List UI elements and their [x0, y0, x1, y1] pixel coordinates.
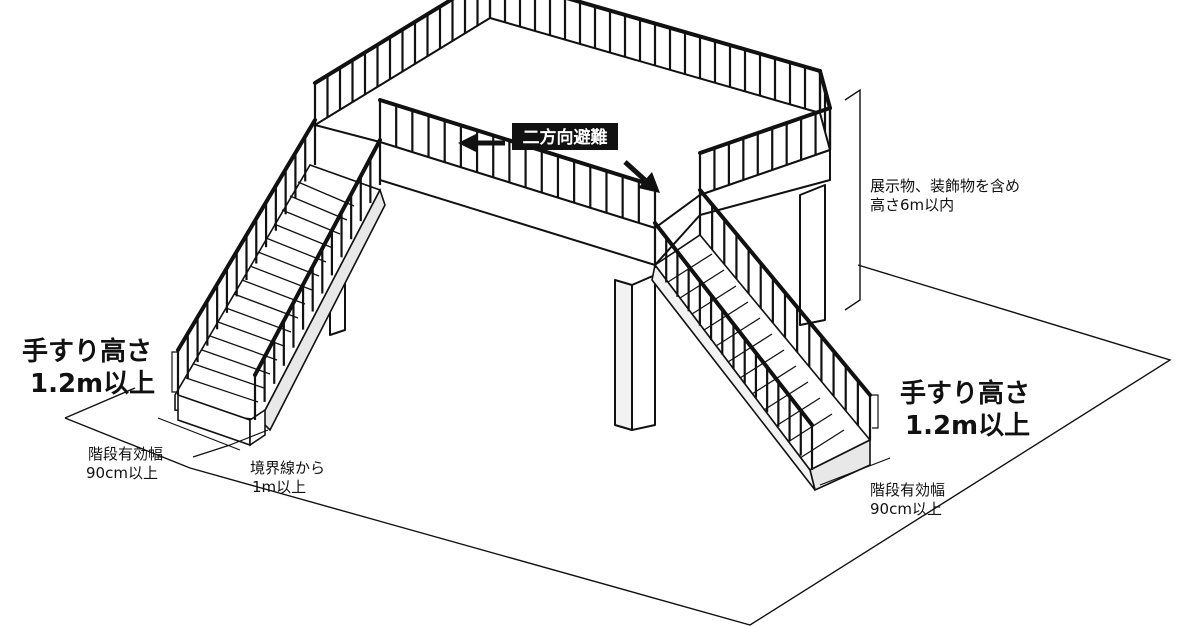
- evacuation-indicator: 二方向避難: [458, 123, 660, 193]
- boundary-distance-line1: 境界線から: [250, 459, 325, 477]
- arrow-left-icon: [458, 133, 505, 153]
- rail-back-right: [488, 0, 822, 113]
- stair-width-left-line1: 階段有効幅: [88, 445, 163, 463]
- stair-width-right-line2: 90cm以上: [870, 500, 942, 518]
- handrail-height-right-line2: 1.2m以上: [905, 411, 1030, 441]
- rail-right-end: [818, 69, 832, 150]
- labels: 手すり高さ 1.2m以上 階段有効幅 90cm以上 境界線から 1m以上 展示物…: [22, 177, 1030, 518]
- left-staircase: [174, 164, 386, 447]
- dimension-marks: [157, 351, 891, 486]
- rail-lstair-outer: [176, 118, 317, 395]
- arrow-down-right-icon: [623, 160, 660, 193]
- height-limit-line1: 展示物、装飾物を含め: [870, 177, 1020, 195]
- handrail-height-right-line1: 手すり高さ: [900, 378, 1030, 409]
- handrails: [176, 0, 872, 470]
- evacuation-label: 二方向避難: [523, 127, 608, 148]
- ground-boundary: [64, 264, 1172, 626]
- handrail-bar: [698, 106, 832, 155]
- rail-back-left: [313, 0, 492, 125]
- handrail-bar: [253, 138, 382, 377]
- stair-width-left-line2: 90cm以上: [86, 464, 158, 482]
- rail-rstair-inner: [653, 221, 814, 470]
- boundary-distance-line2: 1m以上: [252, 478, 306, 496]
- evacuation-badge: [512, 123, 618, 150]
- handrail-height-left-line2: 1.2m以上: [30, 369, 155, 399]
- handrail-height-left-line1: 手すり高さ: [22, 336, 152, 367]
- stair-width-right-line1: 階段有効幅: [870, 481, 945, 499]
- rail-lstair-inner: [253, 138, 382, 420]
- height-dimension: [844, 88, 861, 311]
- rail-rstair-outer: [698, 188, 872, 440]
- height-limit-line2: 高さ6m以内: [870, 196, 954, 214]
